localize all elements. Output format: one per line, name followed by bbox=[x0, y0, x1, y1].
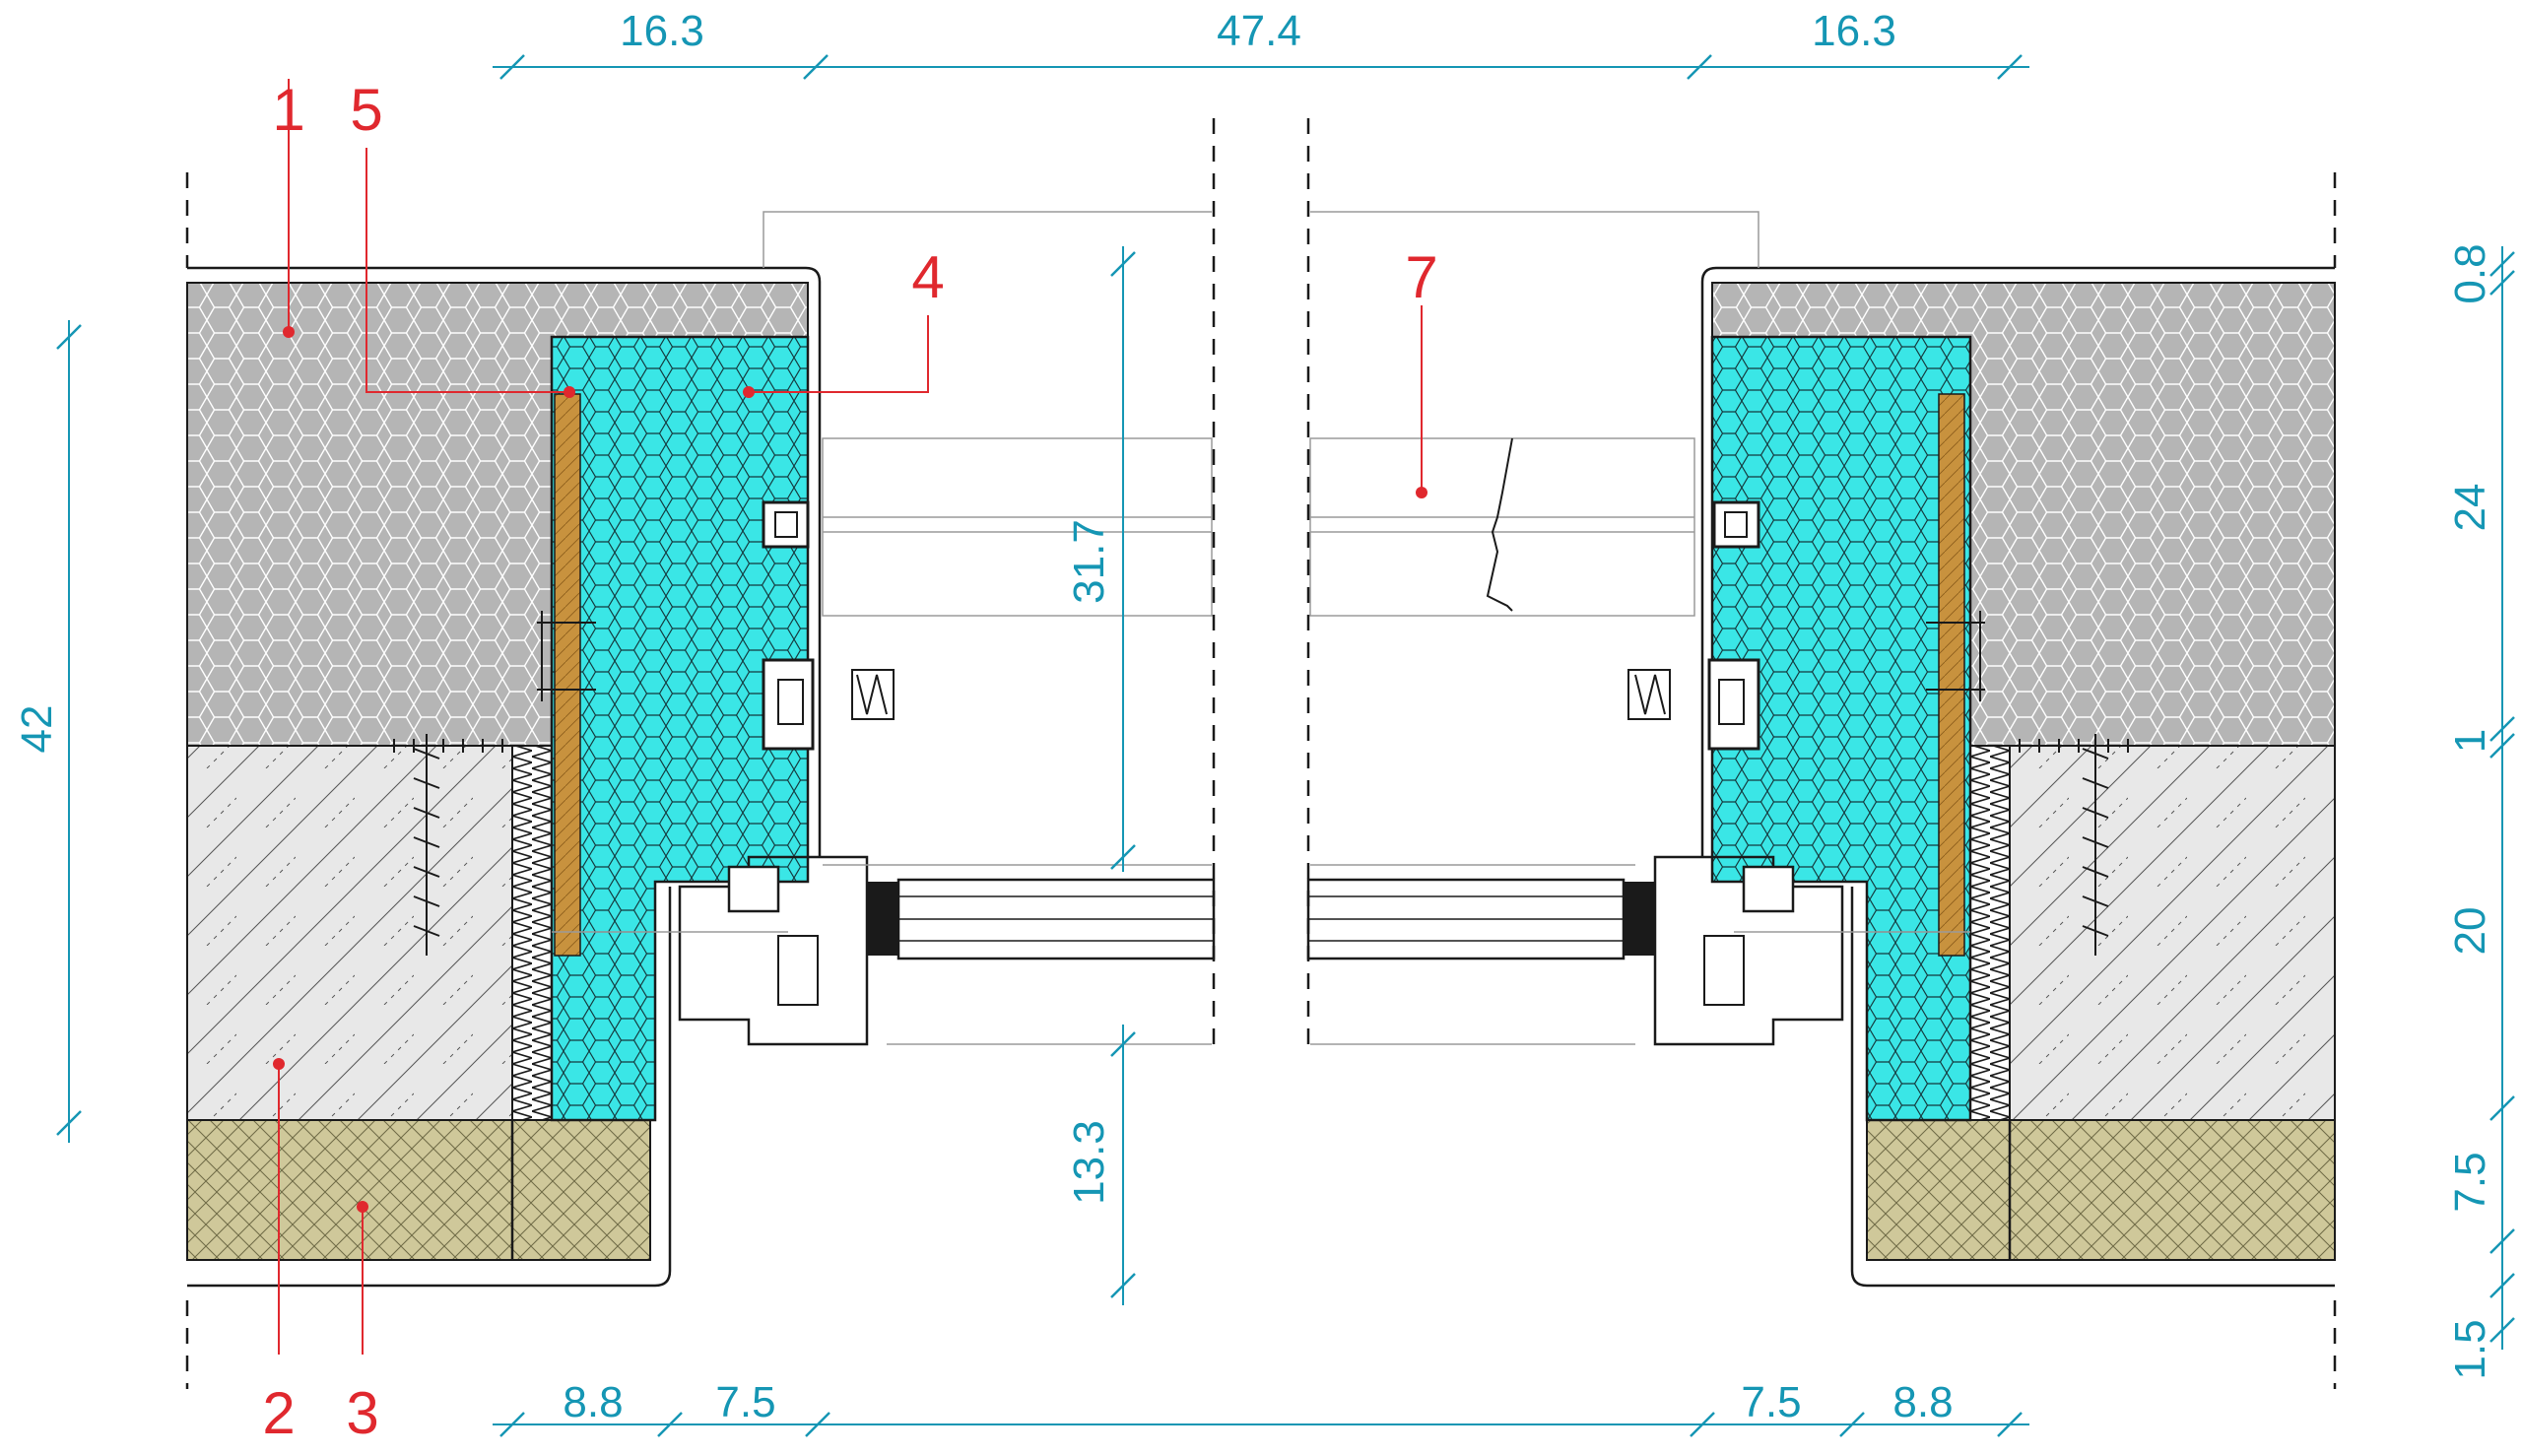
left-section bbox=[186, 79, 1216, 1355]
leader-4 bbox=[749, 315, 929, 393]
dim-right-1: 1 bbox=[2446, 729, 2494, 753]
callout-4: 4 bbox=[911, 244, 944, 310]
right-section bbox=[1306, 211, 2336, 1288]
mineral-wool-left bbox=[511, 745, 553, 1121]
dim-bottom-right-a: 7.5 bbox=[1741, 1378, 1801, 1426]
screw-icon-left bbox=[384, 611, 596, 956]
callout-5: 5 bbox=[350, 77, 382, 143]
mineral-wool-right bbox=[1969, 745, 2011, 1121]
dim-sill-height: 13.3 bbox=[1065, 1120, 1113, 1205]
cyan-insulation-right bbox=[1710, 335, 1972, 1122]
stone-base-left bbox=[186, 1119, 651, 1261]
masonry-left bbox=[186, 745, 513, 1121]
dim-right-24: 24 bbox=[2446, 484, 2494, 532]
dim-top-middle: 47.4 bbox=[1217, 7, 1301, 55]
dim-top-right: 16.3 bbox=[1812, 7, 1896, 55]
dim-right-75: 7.5 bbox=[2446, 1152, 2494, 1212]
stone-base-right bbox=[1866, 1119, 2336, 1261]
dim-right-top: 0.8 bbox=[2446, 243, 2494, 303]
dimension-lines bbox=[55, 53, 2516, 1438]
cyan-insulation-left bbox=[550, 335, 810, 1122]
dim-right-20: 20 bbox=[2446, 907, 2494, 956]
dim-right-15: 1.5 bbox=[2446, 1319, 2494, 1379]
dim-bottom-left-a: 8.8 bbox=[563, 1378, 623, 1426]
dim-left-height: 42 bbox=[13, 705, 61, 754]
dim-top-left: 16.3 bbox=[620, 7, 704, 55]
callout-7: 7 bbox=[1405, 244, 1437, 310]
screw-icon-right bbox=[1926, 611, 2138, 956]
wood-batten-right bbox=[1938, 393, 1965, 957]
dim-bottom-left-b: 7.5 bbox=[715, 1378, 775, 1426]
callout-3: 3 bbox=[346, 1380, 378, 1446]
window-frame-right bbox=[1306, 500, 1970, 1046]
callout-2: 2 bbox=[262, 1380, 295, 1446]
leader-5 bbox=[365, 148, 569, 393]
dim-opening-height: 31.7 bbox=[1065, 519, 1113, 604]
masonry-right bbox=[2009, 745, 2336, 1121]
dim-bottom-right-b: 8.8 bbox=[1892, 1378, 1953, 1426]
callout-1: 1 bbox=[272, 77, 304, 143]
wood-batten-left bbox=[554, 393, 581, 957]
